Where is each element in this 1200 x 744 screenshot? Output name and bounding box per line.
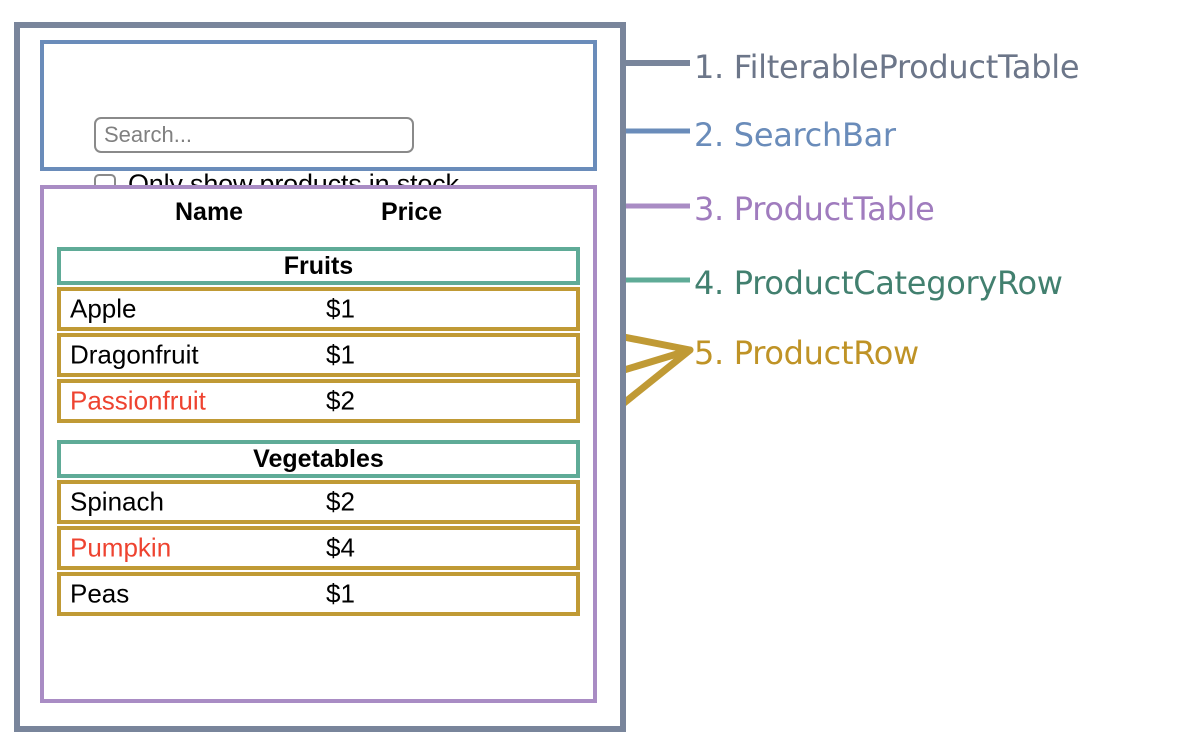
legend-item-product-table: 3. ProductTable bbox=[694, 190, 935, 228]
product-category-label: Fruits bbox=[283, 251, 354, 280]
product-row: Peas $1 bbox=[57, 572, 580, 616]
column-header-name: Name bbox=[175, 198, 244, 226]
legend-item-product-row: 5. ProductRow bbox=[694, 334, 919, 372]
product-row: Spinach $2 bbox=[57, 480, 580, 524]
legend-item-search-bar: 2. SearchBar bbox=[694, 116, 896, 154]
search-bar-box: Only show products in stock bbox=[40, 40, 597, 199]
product-price: $4 bbox=[326, 532, 355, 563]
product-category-row: Vegetables bbox=[57, 440, 580, 478]
product-table-box: Name Price Fruits Apple $1 Dragonfruit $… bbox=[40, 185, 597, 703]
category-spacer bbox=[57, 425, 580, 440]
product-price: $1 bbox=[326, 293, 355, 324]
column-header-price: Price bbox=[381, 198, 443, 226]
product-name: Peas bbox=[70, 578, 130, 609]
product-name: Spinach bbox=[70, 486, 164, 517]
product-row: Passionfruit $2 bbox=[57, 379, 580, 423]
legend-item-product-category-row: 4. ProductCategoryRow bbox=[694, 264, 1063, 302]
product-name: Pumpkin bbox=[70, 532, 172, 563]
product-name: Dragonfruit bbox=[70, 339, 199, 370]
product-name: Apple bbox=[70, 293, 137, 324]
product-table-body: Fruits Apple $1 Dragonfruit $1 Passionfr… bbox=[57, 247, 580, 618]
product-category-label: Vegetables bbox=[253, 444, 384, 473]
product-price: $1 bbox=[326, 578, 355, 609]
product-category-row: Fruits bbox=[57, 247, 580, 285]
table-header-row: Name Price bbox=[44, 198, 593, 238]
product-price: $2 bbox=[326, 385, 355, 416]
product-row: Dragonfruit $1 bbox=[57, 333, 580, 377]
product-price: $1 bbox=[326, 339, 355, 370]
search-input[interactable] bbox=[94, 117, 414, 153]
product-row: Apple $1 bbox=[57, 287, 580, 331]
product-row: Pumpkin $4 bbox=[57, 526, 580, 570]
legend-item-filterable-product-table: 1. FilterableProductTable bbox=[694, 48, 1080, 86]
product-name: Passionfruit bbox=[70, 385, 206, 416]
product-price: $2 bbox=[326, 486, 355, 517]
